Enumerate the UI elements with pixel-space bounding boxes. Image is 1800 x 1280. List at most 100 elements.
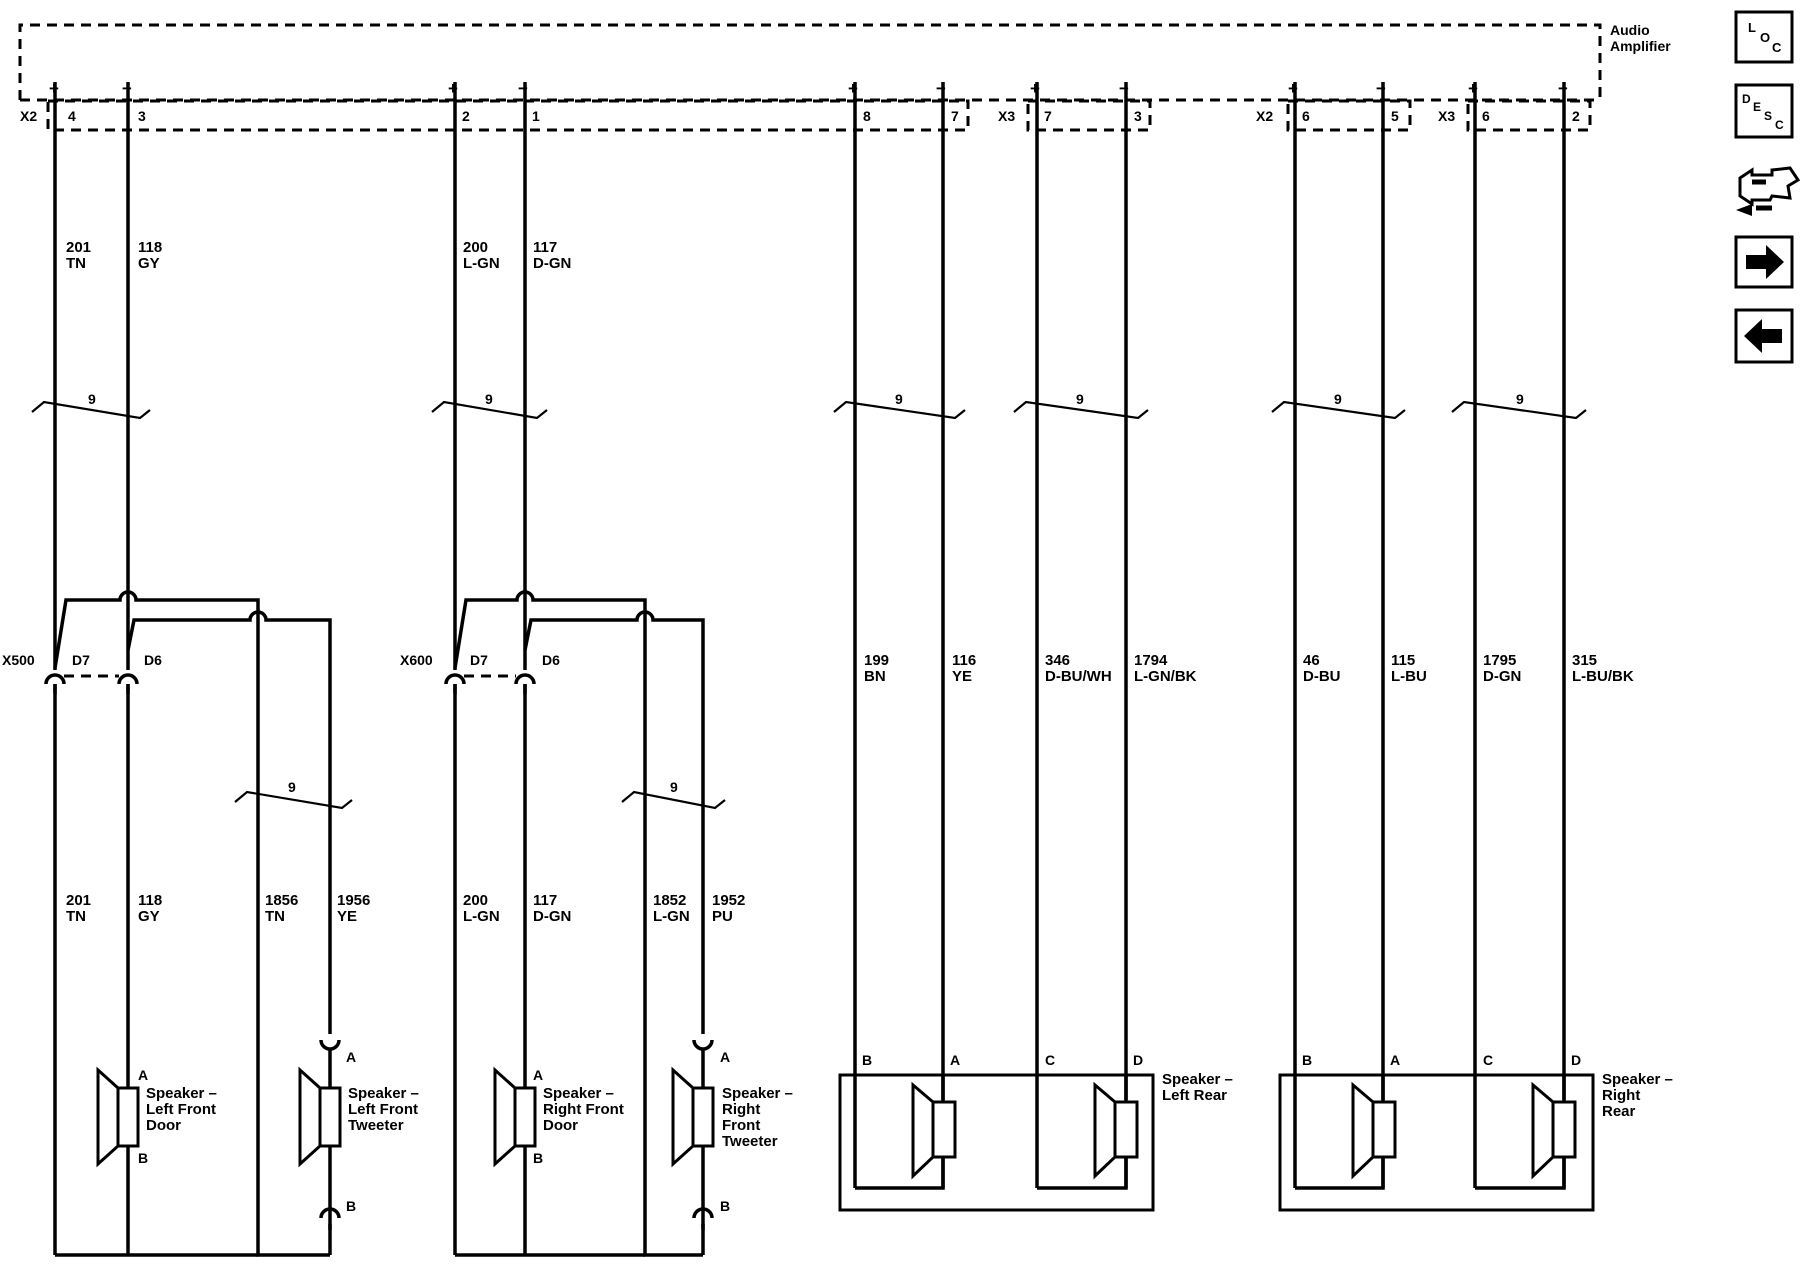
speaker-label: Rear xyxy=(1602,1103,1636,1120)
front-right-splice xyxy=(453,590,705,1257)
wire-color: D-GN xyxy=(1483,668,1521,685)
speaker-right-front-door: A B Speaker – Right Front Door xyxy=(493,1066,624,1168)
twist-label: 9 xyxy=(1334,391,1342,407)
speaker-pin: B xyxy=(346,1198,356,1214)
circuit-number: 1856 xyxy=(265,892,298,909)
speaker-label: Left Front xyxy=(348,1101,418,1118)
wire-color: BN xyxy=(864,668,886,685)
pin-number: 6 xyxy=(1302,108,1310,124)
speaker-label: Speaker – xyxy=(1162,1071,1233,1088)
speaker-icon xyxy=(911,1081,957,1180)
twist-label: 9 xyxy=(1076,391,1084,407)
connector-name: X500 xyxy=(2,652,35,668)
connector-x2-body xyxy=(46,99,970,132)
pin-number: 8 xyxy=(863,108,871,124)
wire-color: D-BU/WH xyxy=(1045,668,1112,685)
wire-color: D-GN xyxy=(533,255,571,272)
desc-letter: E xyxy=(1753,100,1761,114)
wire-color: TN xyxy=(66,908,86,925)
inline-connector-x500: X500 D7 D6 xyxy=(2,652,162,1255)
desc-letter: S xyxy=(1764,109,1772,123)
pin-sign: − xyxy=(1376,79,1386,98)
desc-button[interactable]: D E S C xyxy=(1734,83,1794,139)
speaker-label: Door xyxy=(543,1117,578,1134)
circuit-number: 315 xyxy=(1572,652,1597,669)
speaker-left-front-tweeter: A B Speaker – Left Front Tweeter xyxy=(298,1020,419,1257)
pin-sign: + xyxy=(1030,79,1040,98)
pin-number: 2 xyxy=(1572,108,1580,124)
lower-wire-labels: 201 TN 118 GY 1856 TN 1956 YE 200 L-GN 1… xyxy=(66,892,745,925)
nav-panel: L O C D E S C xyxy=(1734,10,1800,364)
wire-color: D-BU xyxy=(1303,668,1341,685)
pin-number: 4 xyxy=(68,108,76,124)
speaker-label: Front xyxy=(722,1117,760,1134)
speaker-left-front-door: A B Speaker – Left Front Door xyxy=(96,1066,217,1168)
twist-label: 9 xyxy=(288,779,296,795)
connector-label: X3 xyxy=(998,108,1015,124)
wire-color: L-BU/BK xyxy=(1572,668,1634,685)
circuit-number: 200 xyxy=(463,239,488,256)
speaker-label: Right xyxy=(722,1101,760,1118)
speaker-pin: A xyxy=(346,1049,356,1065)
circuit-number: 118 xyxy=(138,239,162,256)
wire-color: YE xyxy=(337,908,357,925)
loc-letter: L xyxy=(1748,20,1756,35)
speaker-pin: B xyxy=(862,1052,872,1068)
speaker-icon xyxy=(493,1066,537,1168)
connector-tool-icon xyxy=(1736,166,1800,216)
speaker-pin: D xyxy=(1133,1052,1143,1068)
speaker-pin: C xyxy=(1483,1052,1493,1068)
pin-number: 7 xyxy=(951,108,959,124)
desc-letter: D xyxy=(1742,92,1751,106)
speaker-pin: A xyxy=(720,1049,730,1065)
speaker-label: Tweeter xyxy=(722,1133,778,1150)
pin-sign: + xyxy=(448,79,458,98)
connector-x3-body xyxy=(1466,99,1592,132)
wire-color: L-GN/BK xyxy=(1134,668,1197,685)
connector-tool-button[interactable] xyxy=(1736,166,1800,216)
loc-button[interactable]: L O C xyxy=(1734,10,1794,64)
circuit-number: 1956 xyxy=(337,892,370,909)
speaker-icon xyxy=(96,1066,140,1168)
pin-sign: − xyxy=(518,79,528,98)
circuit-number: 116 xyxy=(952,652,976,669)
speaker-right-front-tweeter: A B Speaker – Right Front Tweeter xyxy=(671,1020,793,1257)
speaker-label: Speaker – xyxy=(722,1085,793,1102)
previous-button[interactable] xyxy=(1734,308,1794,364)
twist-label: 9 xyxy=(670,779,678,795)
speaker-pin: B xyxy=(720,1198,730,1214)
pin-number: 3 xyxy=(1134,108,1142,124)
speaker-icon xyxy=(1351,1081,1397,1180)
next-button[interactable] xyxy=(1734,235,1794,289)
circuit-number: 346 xyxy=(1045,652,1070,669)
wire-color: TN xyxy=(265,908,285,925)
speaker-pin: C xyxy=(1045,1052,1055,1068)
speaker-label: Speaker – xyxy=(1602,1071,1673,1088)
connector-name: X600 xyxy=(400,652,433,668)
rear-wire-labels: 199 BN 116 YE 346 D-BU/WH 1794 L-GN/BK 4… xyxy=(864,652,1634,685)
speaker-icon xyxy=(671,1066,715,1168)
circuit-number: 46 xyxy=(1303,652,1320,669)
speaker-label: Right xyxy=(1602,1087,1640,1104)
wire-color: YE xyxy=(952,668,972,685)
pin-number: 7 xyxy=(1044,108,1052,124)
speaker-pin: B xyxy=(1302,1052,1312,1068)
pin-number: 5 xyxy=(1391,108,1399,124)
tweeter-twist-symbols: 9 9 xyxy=(234,779,726,810)
circuit-number: 115 xyxy=(1391,652,1415,669)
speaker-pin: D xyxy=(1571,1052,1581,1068)
pin-number: 6 xyxy=(1482,108,1490,124)
speaker-label: Speaker – xyxy=(146,1085,217,1102)
speaker-label: Right Front xyxy=(543,1101,624,1118)
connector-pin: D6 xyxy=(144,652,162,668)
audio-amplifier: Audio Amplifier X2 X3 X2 X3 xyxy=(18,22,1671,132)
speaker-icon xyxy=(1531,1081,1577,1180)
speaker-pin: B xyxy=(533,1150,543,1166)
circuit-number: 201 xyxy=(66,239,91,256)
circuit-number: 117 xyxy=(533,892,557,909)
speaker-pin: A xyxy=(1390,1052,1400,1068)
circuit-number: 1952 xyxy=(712,892,745,909)
pin-sign: − xyxy=(1119,79,1129,98)
loc-letter: C xyxy=(1772,40,1782,55)
speaker-pin: A xyxy=(533,1067,543,1083)
